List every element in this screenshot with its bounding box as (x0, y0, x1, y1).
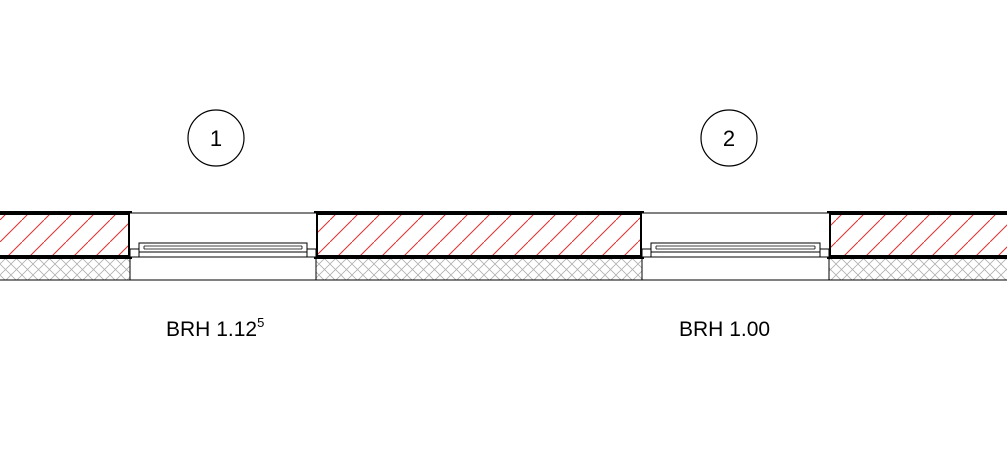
window-2-sill (641, 256, 830, 281)
window-1-brh-value: 1.12 (216, 318, 257, 341)
window-1-brh-superscript: 5 (257, 315, 264, 330)
window-1-brh-label: BRH 1.125 (166, 315, 264, 341)
window-tag-1-number: 1 (210, 126, 222, 151)
window-2-brh-prefix: BRH (679, 318, 729, 341)
wall-segment-middle (314, 211, 644, 259)
window-2-brh-label: BRH 1.00 (679, 318, 770, 341)
window-tag-1: 1 (187, 109, 245, 167)
window-2-brh-value: 1.00 (729, 318, 770, 341)
window-1 (129, 212, 317, 258)
window-1-sill (129, 256, 317, 281)
window-2 (641, 212, 830, 258)
window-tag-2-number: 2 (723, 126, 735, 151)
window-1-brh-prefix: BRH (166, 318, 216, 341)
wall-segment-right (827, 211, 1007, 259)
window-tag-2: 2 (700, 109, 758, 167)
wall-segment-left (0, 211, 132, 259)
